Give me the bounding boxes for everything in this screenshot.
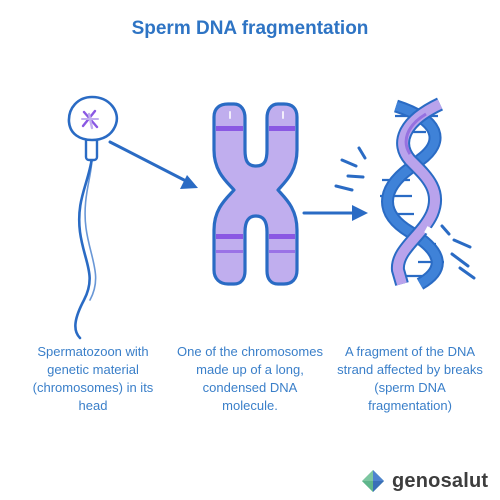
sperm-tail [74, 156, 94, 340]
brand-name: genosalut [392, 469, 489, 492]
dna-break-gaps [373, 158, 444, 241]
dna-break-marks [334, 146, 476, 280]
dna-caption: A fragment of the DNA strand affected by… [337, 344, 483, 413]
chromosome-illustration [212, 102, 299, 286]
arrow-chromosome-to-dna [302, 205, 368, 221]
sperm-midpiece [84, 136, 99, 162]
chromosome-caption: One of the chromosomes made up of a long… [177, 344, 323, 413]
arrow-sperm-to-chromosome [108, 140, 198, 189]
page-title: Sperm DNA fragmentation [131, 18, 369, 39]
genosalut-logo-icon [362, 470, 384, 492]
dna-helix-illustration [334, 97, 476, 290]
sperm-illustration [67, 95, 119, 340]
sperm-chromosomes [81, 109, 99, 130]
sperm-caption: Spermatozoon with genetic material (chro… [32, 344, 154, 413]
chromosome-bands [216, 111, 295, 253]
brand-logo: genosalut [360, 468, 488, 494]
